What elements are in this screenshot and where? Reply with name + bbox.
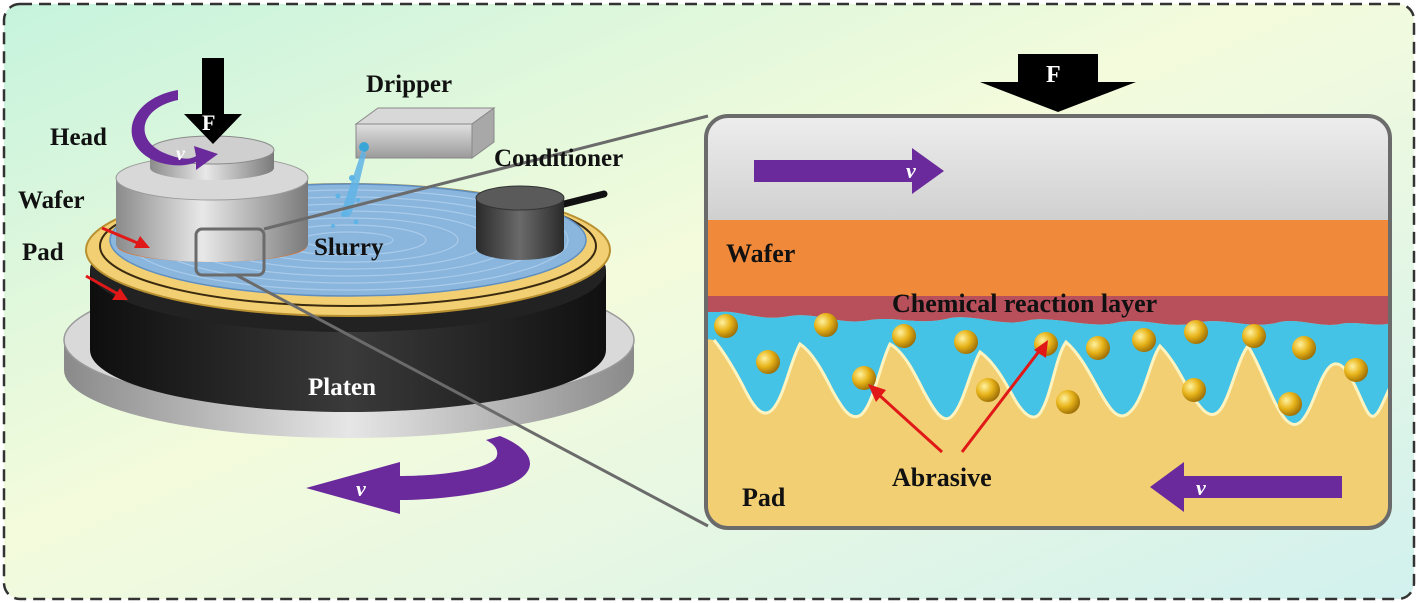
abrasive-particle <box>756 350 780 374</box>
abrasive-particle <box>1056 390 1080 414</box>
detail-pad-asperities <box>712 339 1390 426</box>
conditioner-top <box>475 185 565 211</box>
detail-force-arrow <box>980 54 1136 112</box>
slurry-stream <box>342 150 366 218</box>
label-dripper: Dripper <box>366 71 452 98</box>
abrasive-particle <box>1132 328 1156 352</box>
dripper-side <box>471 107 495 159</box>
abrasive-particles <box>714 313 1368 416</box>
abrasive-particle <box>1292 336 1316 360</box>
detail-label-chemical-layer: Chemical reaction layer <box>892 289 1157 318</box>
zoom-box <box>194 227 266 277</box>
detail-slurry <box>706 311 1390 425</box>
abrasive-particle <box>852 366 876 390</box>
head-force-arrow <box>184 58 242 144</box>
abrasive-particle <box>1278 392 1302 416</box>
detail-chemical-layer <box>706 296 1390 325</box>
label-wafer: Wafer <box>18 187 85 214</box>
platen-velocity-label: v <box>356 476 366 501</box>
platen-rotation-arrow <box>306 436 530 514</box>
abrasive-particle <box>892 324 916 348</box>
abrasive-particle <box>714 314 738 338</box>
label-conditioner: Conditioner <box>494 145 623 172</box>
detail-pad-velocity-arrow <box>1150 462 1342 512</box>
dripper-nozzle <box>359 142 369 152</box>
detail-wafer-layer <box>706 220 1390 296</box>
abrasive-particle <box>1086 336 1110 360</box>
label-slurry: Slurry <box>314 234 384 261</box>
abrasive-particle <box>976 378 1000 402</box>
abrasive-particle <box>1242 324 1266 348</box>
pointer-arrows-left <box>85 226 150 300</box>
detail-panel <box>704 114 1392 530</box>
label-platen: Platen <box>308 374 376 401</box>
abrasive-particle <box>1182 378 1206 402</box>
label-pad: Pad <box>22 239 64 266</box>
detail-wafer-velocity-label: v <box>906 158 916 183</box>
abrasive-particle <box>814 313 838 337</box>
detail-label-wafer: Wafer <box>726 239 795 268</box>
abrasive-particle <box>1344 358 1368 382</box>
slurry-drops <box>331 175 360 228</box>
zoom-line-top <box>263 114 709 231</box>
conditioner-body <box>476 198 564 260</box>
head-velocity-label: v <box>176 143 186 165</box>
abrasive-pointer-arrows <box>868 340 1048 454</box>
abrasive-particle <box>1184 320 1208 344</box>
abrasive-particle <box>954 330 978 354</box>
head-force-label: F <box>202 110 215 135</box>
zoom-line-bottom <box>235 273 709 528</box>
detail-panel-frame <box>704 114 1392 530</box>
dripper-body <box>355 123 473 159</box>
head-rotation-arrow <box>131 90 218 170</box>
detail-label-abrasive: Abrasive <box>892 463 992 492</box>
detail-wafer-velocity-arrow <box>754 148 944 194</box>
head-body <box>116 178 308 262</box>
label-head: Head <box>50 124 107 151</box>
detail-pad-velocity-label: v <box>1196 475 1206 500</box>
detail-label-pad: Pad <box>742 483 786 512</box>
dripper-top <box>354 107 496 125</box>
detail-force-label: F <box>1046 62 1061 88</box>
